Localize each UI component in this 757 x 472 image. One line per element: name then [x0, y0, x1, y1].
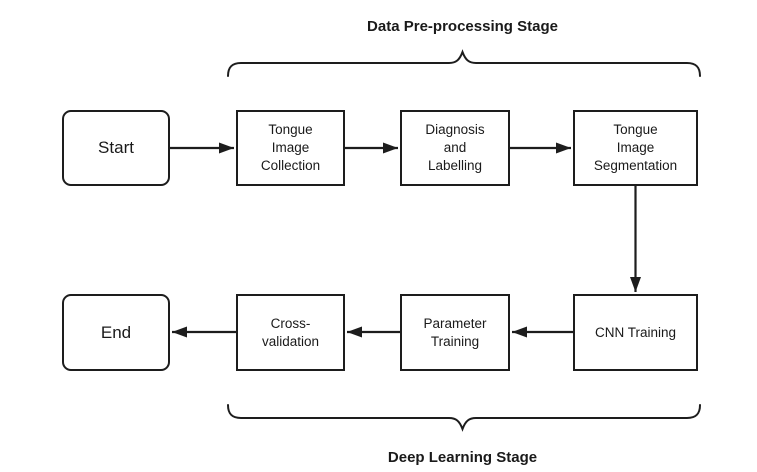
node-start-label: Start	[98, 138, 134, 157]
stage-title-deep-learning: Deep Learning Stage	[387, 449, 538, 466]
bottom-brace	[227, 404, 701, 432]
node-parameter-training: Parameter Training	[400, 294, 510, 371]
node-tongue-image-collection-label: Tongue Image Collection	[260, 122, 321, 173]
node-diagnosis-and-labelling-label: Diagnosis and Labelling	[425, 122, 485, 173]
node-cross-validation-label: Cross- validation	[261, 315, 320, 349]
node-diagnosis-and-labelling: Diagnosis and Labelling	[400, 110, 510, 186]
stage-title-preprocessing: Data Pre-processing Stage	[367, 18, 558, 35]
node-parameter-training-label: Parameter Training	[423, 315, 487, 349]
top-brace	[227, 49, 701, 77]
node-tongue-image-segmentation: Tongue Image Segmentation	[573, 110, 698, 186]
node-start: Start	[62, 110, 170, 186]
node-end-label: End	[100, 322, 132, 342]
node-tongue-image-segmentation-label: Tongue Image Segmentation	[593, 122, 678, 173]
node-cnn-training-label: CNN Training	[594, 324, 677, 340]
node-cross-validation: Cross- validation	[236, 294, 345, 371]
node-end: End	[62, 294, 170, 371]
node-cnn-training: CNN Training	[573, 294, 698, 371]
node-tongue-image-collection: Tongue Image Collection	[236, 110, 345, 186]
